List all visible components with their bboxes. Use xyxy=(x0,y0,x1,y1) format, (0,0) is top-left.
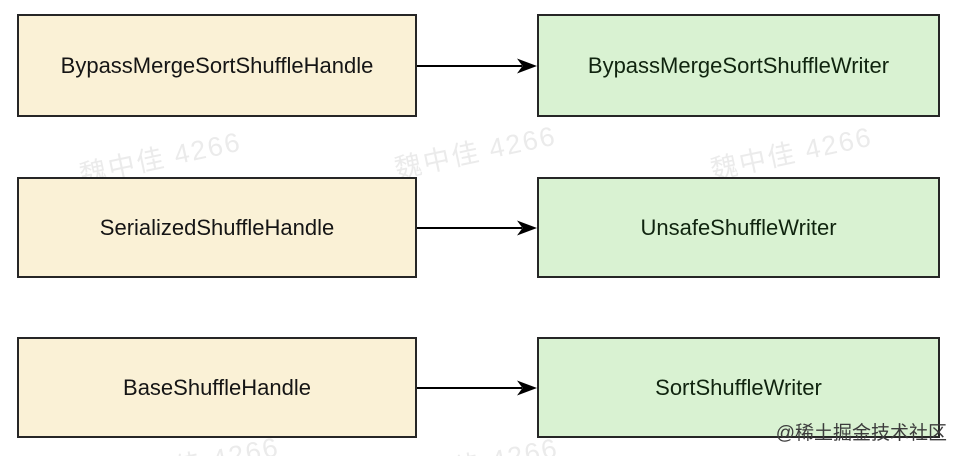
node-label: UnsafeShuffleWriter xyxy=(640,214,837,240)
bypass-merge-sort-shuffle-writer-node: BypassMergeSortShuffleWriter xyxy=(537,14,940,117)
flow-row-1: BypassMergeSortShuffleHandle BypassMerge… xyxy=(0,14,956,117)
serialized-shuffle-handle-node: SerializedShuffleHandle xyxy=(17,177,417,278)
node-label: BaseShuffleHandle xyxy=(123,374,311,400)
base-shuffle-handle-node: BaseShuffleHandle xyxy=(17,337,417,438)
flow-row-3: BaseShuffleHandle SortShuffleWriter xyxy=(0,337,956,438)
right-arrow-icon xyxy=(417,380,537,395)
sort-shuffle-writer-node: SortShuffleWriter xyxy=(537,337,940,438)
unsafe-shuffle-writer-node: UnsafeShuffleWriter xyxy=(537,177,940,278)
node-label: SerializedShuffleHandle xyxy=(99,214,335,240)
community-watermark: @稀土掘金技术社区 xyxy=(775,423,947,444)
node-label: BypassMergeSortShuffleWriter xyxy=(587,52,890,78)
right-arrow-icon xyxy=(417,220,537,235)
right-arrow-icon xyxy=(417,58,537,73)
node-label: BypassMergeSortShuffleHandle xyxy=(60,52,374,78)
bypass-merge-sort-shuffle-handle-node: BypassMergeSortShuffleHandle xyxy=(17,14,417,117)
diagonal-watermark: 魏中佳 4266 xyxy=(391,120,560,185)
node-label: SortShuffleWriter xyxy=(655,374,822,400)
flow-row-2: SerializedShuffleHandle UnsafeShuffleWri… xyxy=(0,177,956,278)
